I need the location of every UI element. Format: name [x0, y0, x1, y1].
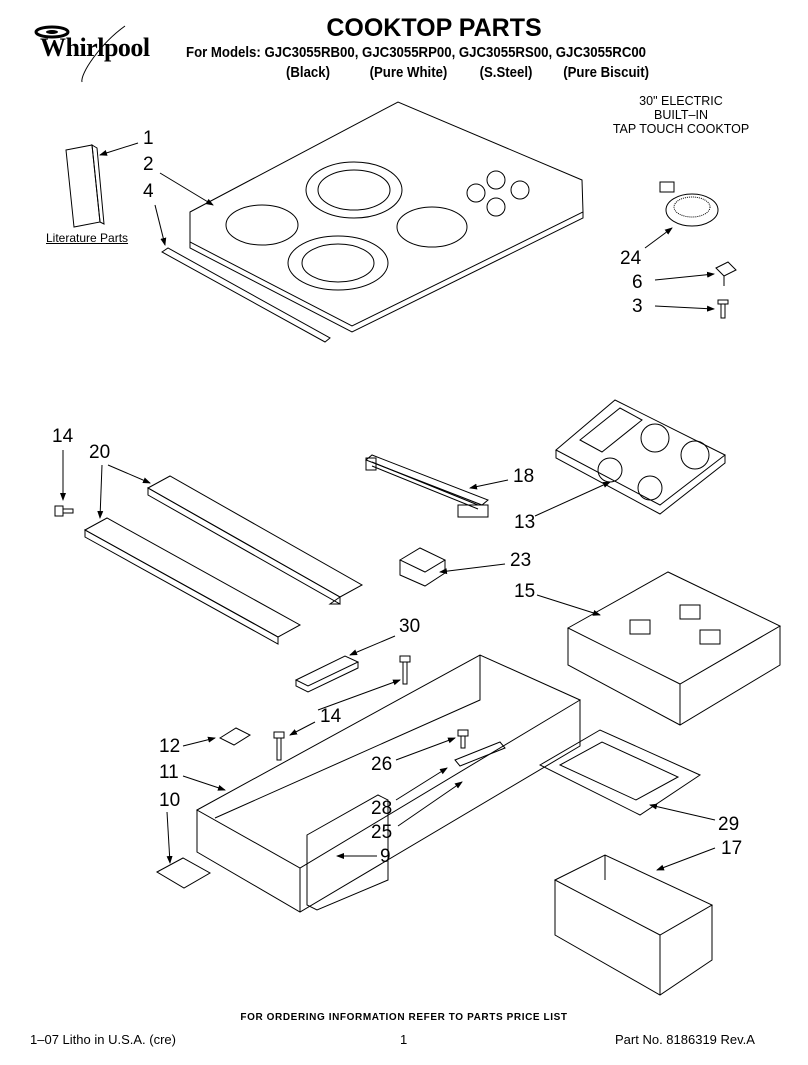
page-number: 1 [400, 1032, 408, 1047]
shield [306, 794, 389, 911]
callout-10: 10 [159, 790, 181, 811]
cooktop-glass [189, 101, 584, 333]
screw [273, 731, 285, 761]
logo-swirl-icon [34, 25, 126, 83]
callout-3: 3 [632, 296, 643, 317]
callout-18: 18 [513, 466, 535, 487]
callout-30: 30 [399, 616, 421, 637]
trim-strip [161, 247, 331, 343]
litho-note: 1–07 Litho in U.S.A. (cre) [30, 1032, 176, 1047]
callout-11: 11 [159, 762, 179, 783]
callout-23: 23 [510, 550, 532, 571]
callout-4: 4 [143, 181, 154, 202]
ribbon-cable [365, 454, 489, 518]
product-description: 30" ELECTRIC BUILT–IN TAP TOUCH COOKTOP [606, 94, 756, 136]
page-title: COOKTOP PARTS [326, 14, 542, 42]
screw [54, 505, 74, 517]
finish-black: (Black) [286, 64, 331, 81]
part-number: Part No. 8186319 Rev.A [615, 1032, 755, 1047]
callout-6: 6 [632, 272, 643, 293]
junction-box [553, 854, 714, 996]
screw [399, 655, 411, 685]
literature-part [65, 144, 105, 228]
callout-28: 28 [371, 798, 393, 819]
callout-24: 24 [620, 248, 642, 269]
finish-biscuit: (Pure Biscuit) [563, 64, 650, 81]
callout-13: 13 [514, 512, 536, 533]
callout-29: 29 [718, 814, 740, 835]
models-line: For Models: GJC3055RB00, GJC3055RP00, GJ… [186, 44, 647, 61]
screw [717, 299, 729, 319]
product-line: TAP TOUCH COOKTOP [612, 122, 750, 136]
surface-element [659, 181, 719, 227]
literature-parts-label: Literature Parts [46, 231, 129, 245]
callout-17: 17 [721, 838, 743, 859]
terminal-block [454, 741, 506, 767]
callout-14b: 14 [320, 706, 342, 727]
plate [155, 857, 212, 889]
touch-control-board [555, 399, 726, 515]
callout-15: 15 [514, 581, 536, 602]
side-rail [83, 517, 302, 645]
clip [715, 261, 737, 286]
finishes-line: (Black) (Pure White) (S.Steel) (Pure Biscui… [286, 64, 673, 81]
callout-14: 14 [52, 426, 74, 447]
leader-lines [60, 142, 716, 871]
brand-name: Whirlpool [40, 33, 150, 62]
finish-pure-white: (Pure White) [369, 64, 448, 81]
product-line: BUILT–IN [654, 108, 708, 122]
callout-9: 9 [380, 846, 391, 867]
ordering-note: FOR ORDERING INFORMATION REFER TO PARTS … [240, 1012, 568, 1023]
screw [457, 729, 469, 749]
product-line: 30" ELECTRIC [639, 94, 723, 108]
callout-25: 25 [371, 822, 393, 843]
callout-12: 12 [159, 736, 181, 757]
bracket-plate [218, 727, 252, 746]
cooktop-base-pan [195, 654, 582, 913]
callout-2: 2 [143, 154, 154, 175]
bracket [398, 547, 447, 587]
power-board-box [566, 571, 782, 726]
callout-20: 20 [89, 442, 111, 463]
whirlpool-logo [30, 24, 180, 84]
callout-26: 26 [371, 754, 393, 775]
mounting-bracket [538, 729, 702, 816]
side-rail [146, 475, 364, 605]
terminal-block [294, 655, 360, 693]
finish-steel: (S.Steel) [479, 64, 533, 81]
callout-1: 1 [143, 128, 154, 149]
